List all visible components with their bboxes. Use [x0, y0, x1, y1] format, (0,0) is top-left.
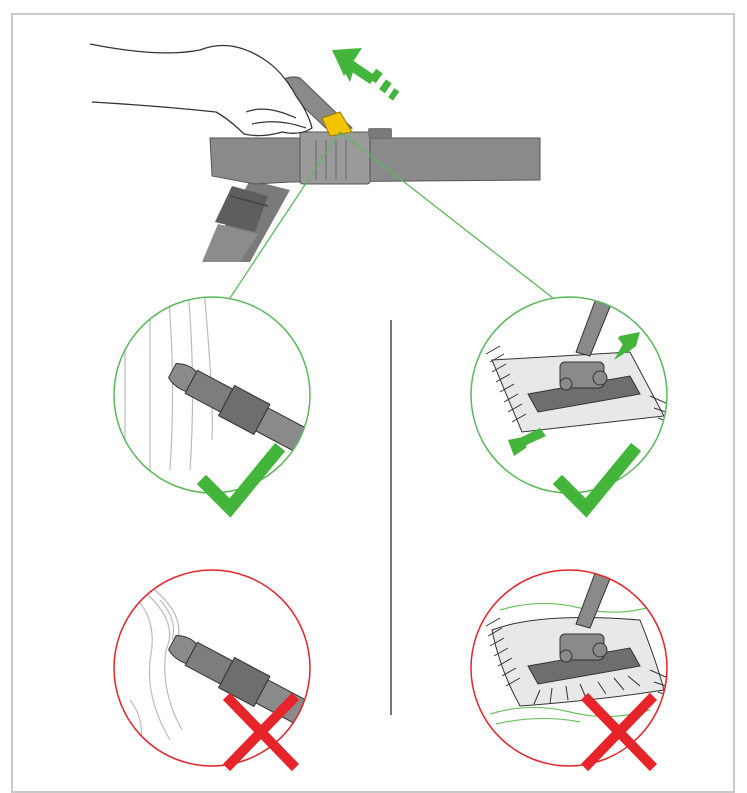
leader-line-right [339, 131, 559, 303]
trigger-yellow [321, 111, 353, 137]
panel-curtain-incorrect [113, 569, 311, 772]
hand-tool-illustration [89, 43, 541, 262]
arrow-up-left-icon [332, 48, 400, 101]
check-icon [552, 442, 642, 518]
hand-outline [89, 43, 313, 137]
leader-line-left [227, 131, 341, 302]
check-icon [196, 442, 286, 518]
panel-ring-bad [113, 569, 311, 767]
panel-carpet-correct [470, 296, 668, 518]
panel-curtain-correct [113, 296, 311, 518]
cross-icon [580, 692, 658, 772]
panel-ring-bad [470, 569, 668, 767]
cleaner-body [209, 128, 541, 185]
panel-carpet-incorrect [470, 569, 668, 772]
cross-icon [222, 692, 300, 772]
wand-angled [202, 180, 290, 262]
